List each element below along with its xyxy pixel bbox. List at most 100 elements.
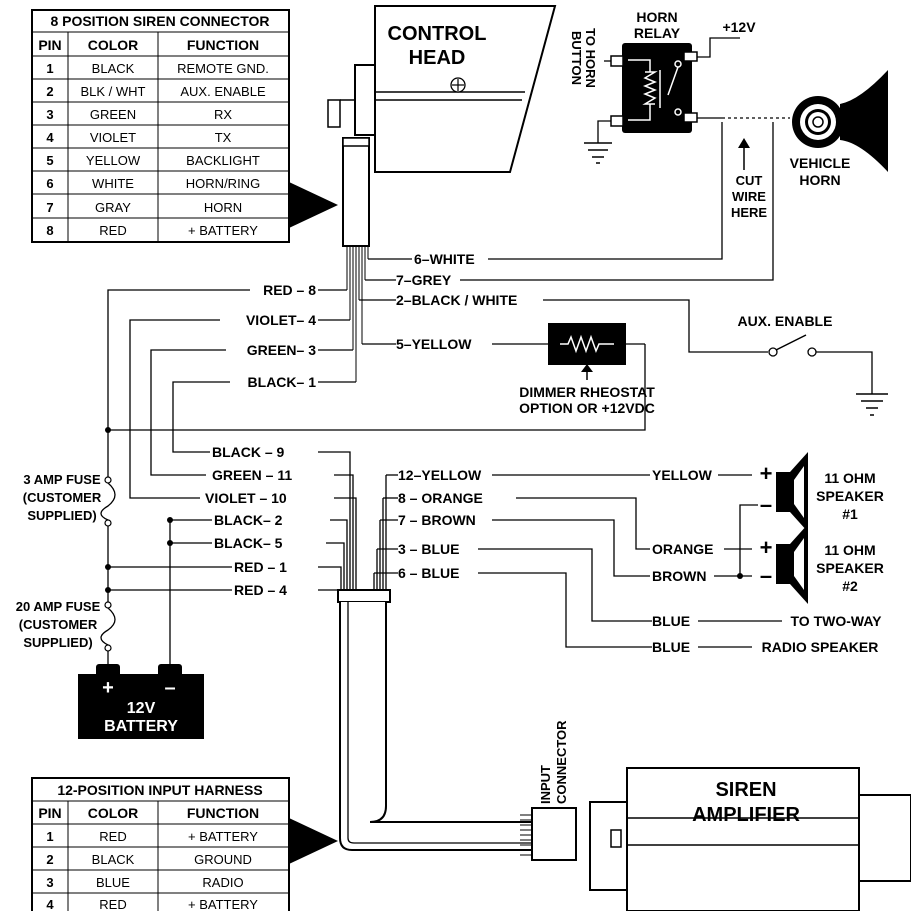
siren-row-color: YELLOW — [86, 153, 141, 168]
cut-wire-label: WIRE — [732, 189, 766, 204]
minus-icon: – — [760, 563, 772, 588]
siren-row-pin: 6 — [46, 176, 53, 191]
wire-label: 5–YELLOW — [396, 336, 472, 352]
harness-row-pin: 2 — [46, 852, 53, 867]
to-horn-button-text: BUTTON — [569, 31, 584, 85]
input-harness-table: 12-POSITION INPUT HARNESS PIN COLOR FUNC… — [31, 777, 290, 911]
siren-row-color: BLK / WHT — [80, 84, 145, 99]
siren-row-color: WHITE — [92, 176, 134, 191]
wire-label: BLACK– 2 — [214, 512, 283, 528]
wire-label: 12–YELLOW — [398, 467, 482, 483]
speaker-2: + – 11 OHM SPEAKER #2 — [760, 524, 884, 604]
input-harness-cable — [337, 589, 533, 851]
speaker-label: 11 OHM — [824, 470, 875, 486]
harness-header-color: COLOR — [88, 805, 139, 821]
siren-row-function: HORN — [204, 200, 242, 215]
siren-amplifier-label: SIREN — [715, 779, 776, 801]
plus-icon: + — [760, 461, 773, 486]
wire-label: BLACK– 5 — [214, 535, 283, 551]
harness-row-color: BLUE — [96, 875, 130, 890]
siren-connector-table: 8 POSITION SIREN CONNECTOR PIN COLOR FUN… — [31, 9, 290, 243]
wire-label: BLACK – 9 — [212, 444, 285, 460]
to-two-way-label: TO TWO-WAY — [791, 613, 883, 629]
wire-label: RED – 1 — [234, 559, 287, 575]
input-connector: INPUT CONNECTOR — [520, 720, 577, 861]
speaker-1: + – 11 OHM SPEAKER #1 — [760, 452, 884, 532]
wire-label: 6 – BLUE — [398, 565, 459, 581]
wire-label: VIOLET– 4 — [246, 312, 316, 328]
dimmer-label: DIMMER RHEOSTAT — [519, 384, 655, 400]
wire-label: RED – 4 — [234, 582, 287, 598]
harness-row-pin: 1 — [46, 829, 53, 844]
siren-amplifier-label: AMPLIFIER — [692, 804, 800, 826]
fuse-label: 3 AMP FUSE — [23, 472, 101, 487]
harness-row-color: BLACK — [92, 852, 135, 867]
siren-table-pointer — [289, 182, 338, 228]
speaker-label: SPEAKER — [816, 560, 884, 576]
siren-row-color: RED — [99, 223, 126, 238]
control-head-cable — [342, 137, 370, 247]
wire-label: 8 – ORANGE — [398, 490, 483, 506]
fuse-label: SUPPLIED) — [23, 635, 92, 650]
speaker-label: SPEAKER — [816, 488, 884, 504]
siren-row-function: TX — [215, 130, 232, 145]
battery: + – 12V BATTERY — [78, 664, 204, 739]
cut-wire-label: CUT — [736, 173, 763, 188]
arrow-up-icon — [738, 138, 750, 148]
harness-row-function: + BATTERY — [188, 829, 258, 844]
siren-row-color: GREEN — [90, 107, 136, 122]
harness-row-color: RED — [99, 829, 126, 844]
wire-label: 7 – BROWN — [398, 512, 476, 528]
siren-row-function: + BATTERY — [188, 223, 258, 238]
harness-row-pin: 4 — [46, 897, 54, 911]
battery-plus: + — [102, 677, 114, 699]
vehicle-horn-label: HORN — [799, 172, 840, 188]
control-head-label: HEAD — [409, 47, 466, 69]
wire-label: 2–BLACK / WHITE — [396, 292, 517, 308]
cut-wire-label: HERE — [731, 205, 767, 220]
siren-row-color: VIOLET — [90, 130, 136, 145]
wire-color-label: BLUE — [652, 613, 690, 629]
to-horn-button-label: TO HORN BUTTON — [569, 28, 598, 88]
battery-label: 12V — [127, 700, 156, 717]
harness-row-function: + BATTERY — [188, 897, 258, 911]
fuse-label: SUPPLIED) — [27, 508, 96, 523]
horn-relay-label: RELAY — [634, 25, 681, 41]
control-head: CONTROL HEAD — [354, 5, 557, 173]
input-connector-label: CONNECTOR — [554, 720, 569, 804]
plus12v-label: +12V — [722, 19, 756, 35]
siren-header-color: COLOR — [88, 37, 139, 53]
siren-header-function: FUNCTION — [187, 37, 259, 53]
vehicle-horn: VEHICLE HORN — [790, 70, 888, 188]
wire-label: 7–GREY — [396, 272, 452, 288]
siren-amplifier: SIREN AMPLIFIER — [589, 767, 911, 911]
siren-row-color: GRAY — [95, 200, 131, 215]
harness-header-function: FUNCTION — [187, 805, 259, 821]
siren-row-function: BACKLIGHT — [186, 153, 260, 168]
wire-label: VIOLET – 10 — [205, 490, 287, 506]
wire-label: GREEN – 11 — [212, 467, 292, 483]
control-head-label: CONTROL — [388, 23, 487, 45]
plus-icon: + — [760, 535, 773, 560]
input-connector-label: INPUT — [538, 765, 553, 804]
horn-relay-label: HORN — [636, 9, 677, 25]
speaker-label: #2 — [842, 578, 858, 594]
battery-label: BATTERY — [104, 718, 178, 735]
battery-minus: – — [164, 677, 175, 699]
speaker-label: 11 OHM — [824, 542, 875, 558]
siren-row-function: HORN/RING — [186, 176, 260, 191]
wire-label: RED – 8 — [263, 282, 316, 298]
siren-row-pin: 3 — [46, 107, 53, 122]
siren-row-pin: 8 — [46, 223, 53, 238]
harness-row-color: RED — [99, 897, 126, 911]
harness-row-function: RADIO — [202, 875, 243, 890]
siren-row-pin: 7 — [46, 200, 53, 215]
wire-color-label: ORANGE — [652, 541, 713, 557]
dimmer-rheostat: DIMMER RHEOSTAT OPTION OR +12VDC — [519, 323, 655, 416]
harness-row-pin: 3 — [46, 875, 53, 890]
wire-label: BLACK– 1 — [248, 374, 317, 390]
fuse-20amp: 20 AMP FUSE (CUSTOMER SUPPLIED) — [16, 599, 116, 652]
speaker-label: #1 — [842, 506, 858, 522]
siren-row-function: AUX. ENABLE — [180, 84, 266, 99]
